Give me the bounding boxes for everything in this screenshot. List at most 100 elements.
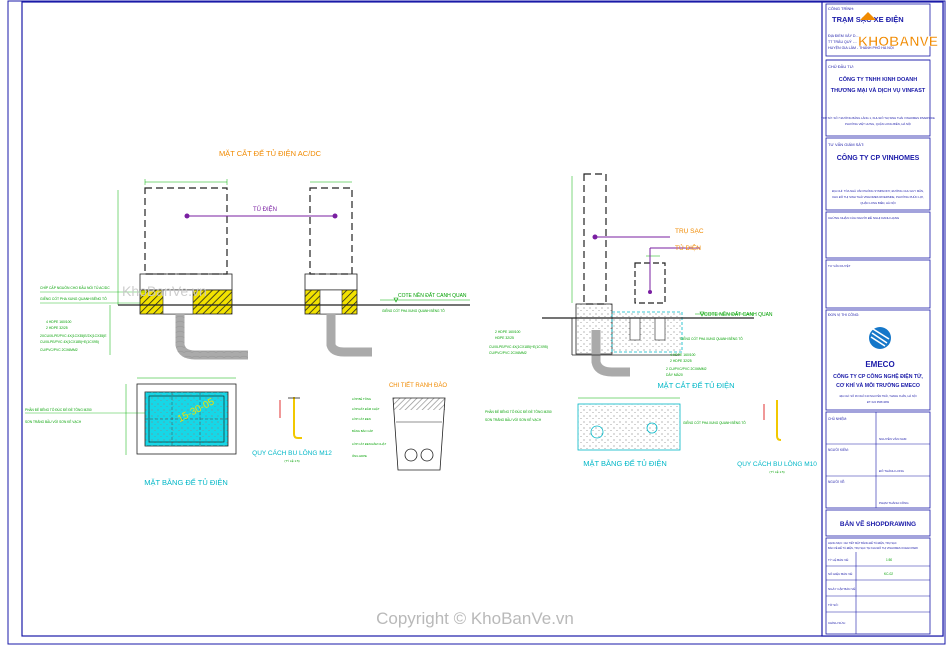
plan-right-slab	[577, 403, 681, 451]
left-note-4: 2 HDPE 32/25	[46, 326, 68, 330]
right-label-cabinet: TỦ ĐIỆN	[675, 243, 701, 252]
row-2-label: SỐ HIỆU BẢN VẼ:	[828, 571, 853, 576]
right-note-bottom-4: DÂY MÁ20	[666, 373, 683, 377]
copyright-text: Copyright © KhoBanVe.vn	[376, 609, 574, 628]
plan-right-note-2: SƠN TRẮNG BẦU VỚI SƠN KẺ VẠCH	[485, 417, 542, 422]
section-right: TRỤ SẠC TỦ ĐIỆN COTE NỀN ĐẤT CANH QUAN 2…	[489, 173, 773, 390]
contractor-addr-1: ĐỊA CHỈ: SỐ 36 NGÕ 130 NGUYỄN TRÃI, THAN…	[840, 393, 917, 398]
right-note-bottom-1: 4 HDPE 160/100	[670, 353, 696, 357]
row-2-value: KC-02	[884, 572, 893, 576]
trench-note-6: ỐNG HDPE	[352, 453, 367, 458]
title-block: CÔNG TRÌNH: TRẠM SẠC XE ĐIỆN ĐỊA ĐIỂM XÂ…	[821, 1, 944, 637]
role-2-name: ĐỖ THÀNH LONG	[879, 468, 905, 473]
cabinet-dc-outline	[309, 187, 353, 275]
section-left-title: MẶT CẮT ĐẾ TỦ ĐIỆN AC/DC	[219, 148, 322, 158]
left-note-2: GIẾNG CỐT PHA XUNG QUANH BÊNG TÔ	[40, 296, 107, 301]
trench-note-1: LỚP BÊ TÔNG	[352, 396, 371, 401]
supervisor-label: TƯ VẤN GIÁM SÁT:	[828, 142, 864, 147]
contractor-name-1: CÔNG TY CP CÔNG NGHỆ ĐIỆN TỬ,	[833, 372, 923, 380]
bolt-left-title: QUY CÁCH BU LÔNG M12	[252, 448, 332, 457]
plan-right-side-note: GIẾNG CỐT PHA XUNG QUANH BÊNG TÔ	[683, 420, 746, 425]
left-note-7: CU/PVC/PVC 2CX6MM2	[40, 348, 78, 352]
owner-addr-2: PHƯỜNG VIỆT HƯNG, QUẬN LONG BIÊN, HÀ NỘI	[845, 121, 911, 126]
supervisor-addr-1: ĐỊA CHỈ: TÒA NHÀ VĂN PHÒNG SYMPHONY, ĐƯỜ…	[832, 188, 924, 193]
middle-note: GIẾNG CỐT PHA XUNG QUANH BÊNG TÔ	[382, 308, 445, 313]
left-note-3: 4 HDPE 160/100	[46, 320, 72, 324]
trench-note-2: LỚP ĐẤT ĐẦM CHẶT	[352, 406, 380, 411]
bolt-right: QUY CÁCH BU LÔNG M10 (TỶ LỆ 1:5)	[737, 400, 817, 474]
plan-left-note-1: PHẦN ĐỂ BÊNG TÔ ĐÚC ĐỂ ĐỂ TÔNG M250	[25, 407, 92, 412]
trench-note-5: LỚP CÁT ĐEN ĐẦM CHẶT	[352, 441, 386, 446]
watermark-text: KhoBanVe.vn	[122, 283, 207, 299]
ground-level-label-2: COTE NỀN ĐẤT CANH QUAN	[704, 311, 773, 318]
trench-detail: CHI TIẾT RANH ĐÀO LỚP BÊ TÔNG LỚP ĐẤT ĐẦ…	[352, 382, 447, 471]
plan-right: MẶT BẰNG ĐẾ TỦ ĐIỆN PHẦN ĐỂ BÊNG TÔ ĐÚC …	[485, 397, 746, 468]
supervisor-addr-3: QUẬN LONG BIÊN, HÀ NỘI	[860, 200, 896, 205]
role-3-label: NGƯỜI VẼ:	[828, 479, 845, 484]
section-left: MẶT CẮT ĐẾ TỦ ĐIỆN AC/DC TỦ ĐIỆN COTE NỀ…	[40, 148, 470, 360]
drawing-desc-1: HẠNG MỤC: CHI TIẾT MẶT BẰNG ĐẾ TỦ ĐIỆN, …	[828, 540, 897, 545]
right-note-bottom-2: 2 HDPE 32/25	[670, 359, 692, 363]
khobanve-logo: KHOBANVE	[858, 12, 938, 49]
row-4-label: TỜ SỐ:	[828, 602, 839, 607]
approval-label: TƯ VẤN DUYỆT	[828, 263, 851, 268]
contractor-addr-2: ĐT: 024 3568 4669	[867, 400, 889, 404]
cabinet-label: TỦ ĐIỆN	[253, 205, 277, 213]
note-label: CHỨNG NHẬN CỦA NGƯỜI ĐỀ NGHỊ DANH HẠNG	[828, 215, 900, 220]
supervisor-addr-2: KHU ĐÔ THỊ SINH THÁI VINHOMES RIVERSIDE,…	[832, 194, 924, 199]
row-5-label: CHỈNH SỬA:	[828, 620, 846, 625]
supervisor-name: CÔNG TY CP VINHOMES	[837, 153, 920, 162]
role-1-name: NGUYỄN VĂN NAM	[879, 436, 907, 441]
trench-note-4: BĂNG BÁO CÁP	[352, 429, 373, 433]
project-addr-3: HUYỆN GIA LÂM - THÀNH PHỐ HÀ NỘI	[828, 45, 894, 50]
ground-level-label-1: COTE NỀN ĐẤT CANH QUAN	[398, 292, 467, 299]
contractor-logo-text: EMECO	[865, 360, 894, 369]
trench-title: CHI TIẾT RANH ĐÀO	[389, 382, 447, 389]
owner-label: CHỦ ĐẦU TƯ:	[828, 64, 854, 69]
role-2-label: NGƯỜI KIỂM:	[828, 447, 849, 452]
trench-note-3: LỚP CÁT ĐEN	[352, 416, 371, 421]
row-1-label: TỶ LỆ BẢN VẼ:	[828, 557, 849, 562]
row-3-label: NGÀY CẬP BẢN VẼ:	[828, 586, 856, 591]
role-3-name: PHẠM THÀNH CÔNG	[879, 500, 909, 505]
right-note-left-3: CU/XLPE/PVC 4X(1CX185)+E(1CX95)	[489, 345, 548, 349]
right-note-left-2: HDPE 32/25	[495, 336, 514, 340]
right-note-left-1: 2 HDPE 160/100	[495, 330, 521, 334]
project-label: CÔNG TRÌNH:	[828, 6, 854, 11]
bolt-right-title: QUY CÁCH BU LÔNG M10	[737, 459, 817, 468]
emeco-logo-icon	[869, 327, 891, 349]
owner-name-1: CÔNG TY TNHH KINH DOANH	[839, 75, 917, 83]
contractor-name-2: CƠ KHÍ VÀ MÔI TRƯỜNG EMECO	[836, 381, 920, 389]
right-label-post: TRỤ SẠC	[675, 228, 704, 235]
left-note-5: 2XCU/XLPE/PVC 4X(1CX35)E/2X(1CX35)E	[40, 334, 107, 338]
row-1-value: 1:50	[886, 558, 892, 562]
drawing-desc-2: BẢN VẼ ĐẾ TỦ ĐIỆN, TRỤ SẠC TẠI KHU ĐÔ TH…	[828, 545, 918, 550]
project-addr-1: ĐỊA ĐIỂM XÂY D...	[828, 33, 859, 38]
owner-name-2: THƯƠNG MẠI VÀ DỊCH VỤ VINFAST	[831, 87, 926, 94]
plan-right-note-1: PHẦN ĐỂ BÊNG TÔ ĐÚC ĐỂ ĐỂ TÔNG M250	[485, 409, 552, 414]
inner-border	[21, 1, 944, 637]
left-note-1: CHÍP CẤP NGUỒN CHO ĐẦU NỐI TỦ AC/DC	[40, 285, 110, 290]
section-right-title: MẶT CẮT ĐẾ TỦ ĐIỆN	[657, 380, 734, 390]
charging-post-outline	[583, 173, 607, 305]
right-gap-note: GIẾNG CỐT PHA XUNG QUANH BÊNG TÔ	[680, 336, 743, 341]
bolt-left-sub: (TỶ LỆ 1:5)	[284, 458, 299, 463]
right-note-bottom-3: 2 CU/PVC/PVC 2CX6MM2	[666, 367, 707, 371]
right-note-left-4: CU/PVC/PVC 2CX6MM2	[489, 351, 527, 355]
plan-left-title: MẶT BẰNG ĐẾ TỦ ĐIỆN	[144, 477, 228, 487]
khobanve-logo-text: KHOBANVE	[858, 33, 938, 49]
outer-border	[7, 0, 946, 645]
plan-right-title: MẶT BẰNG ĐẾ TỦ ĐIỆN	[583, 458, 667, 468]
contractor-label: ĐƠN VỊ THI CÔNG:	[828, 312, 859, 317]
plan-left: 15-30-05 MẶT BẰNG ĐẾ TỦ ĐIỆN PHẦN ĐỂ BÊN…	[25, 377, 237, 487]
bolt-left: QUY CÁCH BU LÔNG M12 (TỶ LỆ 1:5)	[252, 397, 332, 463]
plan-left-note-2: SƠN TRẮNG BẦU VỚI SƠN KẺ VẠCH	[25, 419, 82, 424]
owner-addr-1: TRỤ SỞ: SỐ 7 ĐƯỜNG BẰNG LĂNG 1, KHU ĐÔ T…	[821, 115, 935, 120]
bolt-right-sub: (TỶ LỆ 1:5)	[769, 469, 784, 474]
project-addr-2: TT TRÂU QUỲ -...	[828, 40, 857, 44]
left-note-6: CU/XLPE/PVC 4X(1CX185)+E(1CX95)	[40, 340, 99, 344]
drawing-type: BẢN VẼ SHOPDRAWING	[840, 519, 916, 528]
cabinet-ac-outline	[144, 187, 228, 275]
role-1-label: CHỦ NHIỆM:	[828, 416, 847, 421]
